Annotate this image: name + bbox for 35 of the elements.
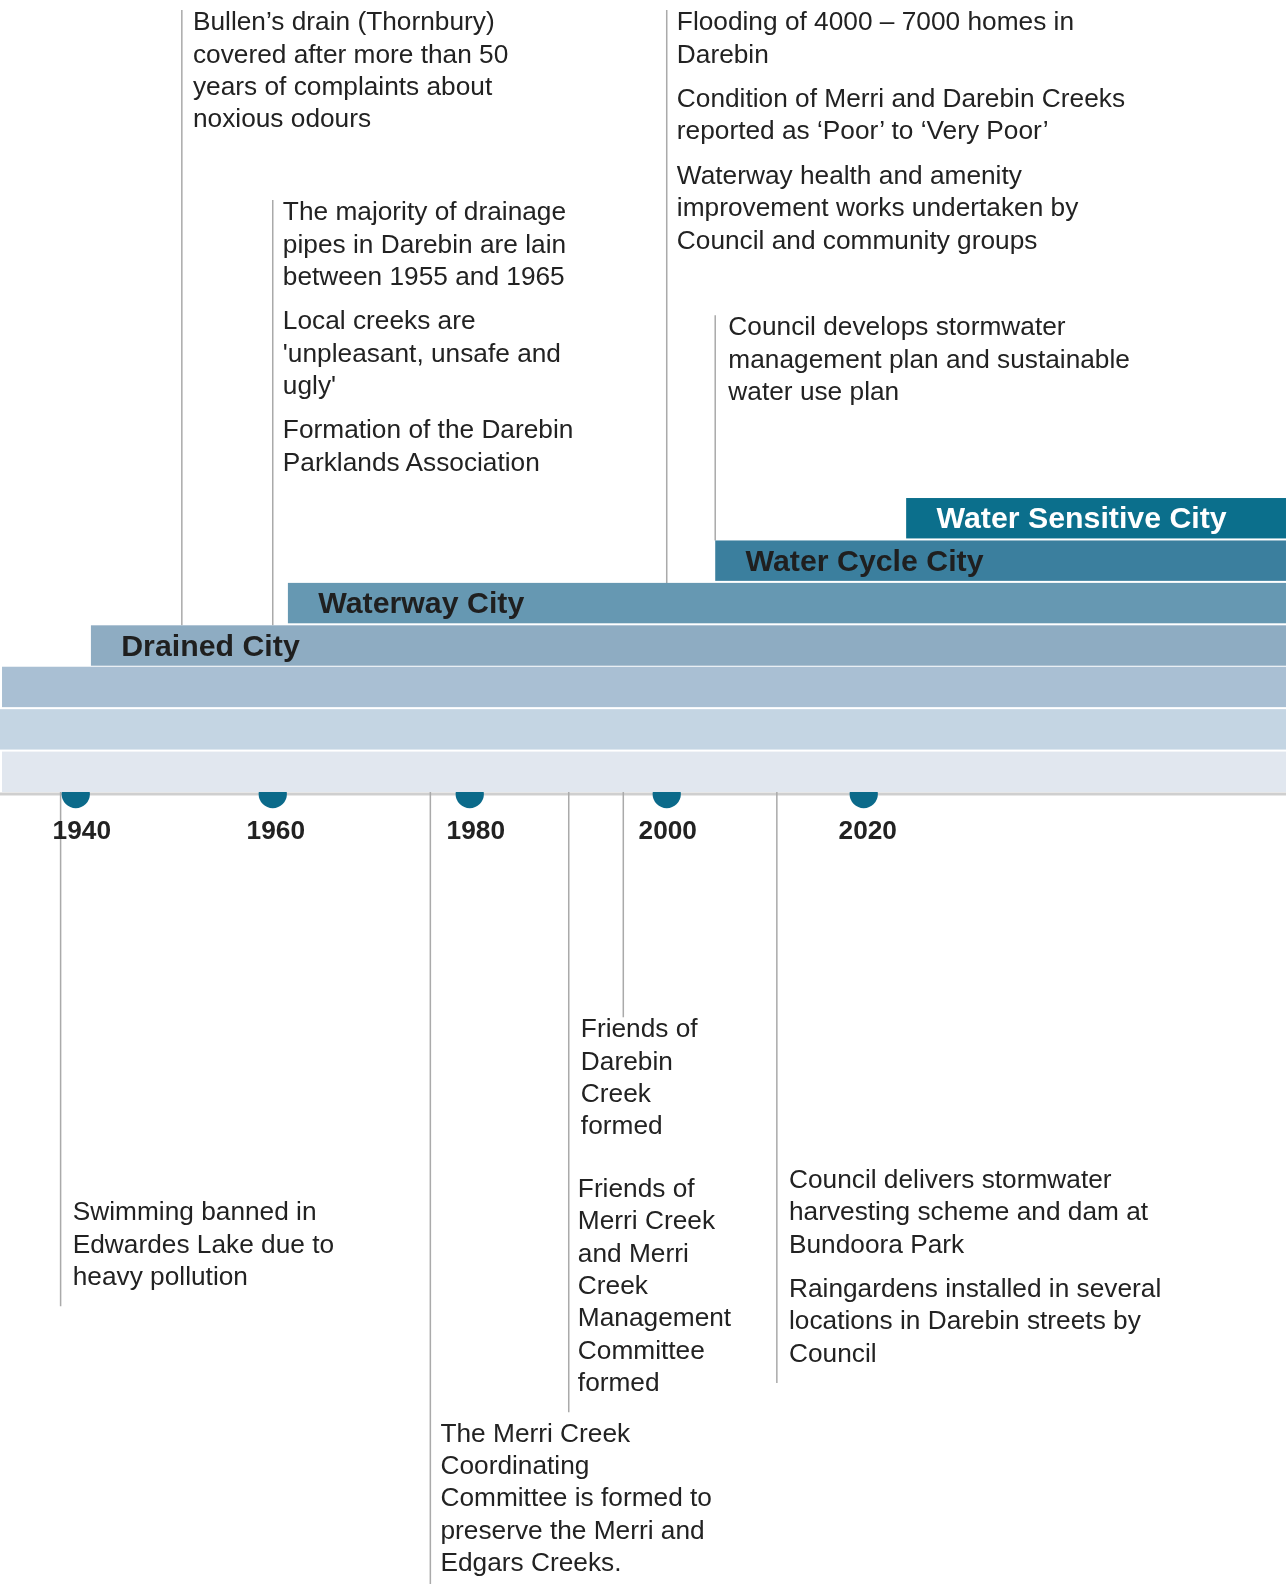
event-text: Local creeks are 'unpleasant, unsafe and ugly' <box>282 304 562 402</box>
event-text: Council delivers stormwater harvesting scheme and dam at Bundoora Park <box>788 1162 1150 1260</box>
event-text: The Merri Creek Coordinating Committee is formed to preserve the Merri and Edgars Creeks. <box>440 1416 713 1578</box>
event-text: Raingardens installed in several locations in Darebin streets by Council <box>788 1271 1163 1369</box>
era-band: Waterway City <box>287 582 1286 624</box>
event-text: Friends of Darebin Creek formed <box>580 1012 699 1142</box>
leader-line <box>776 791 778 1384</box>
leader-line <box>665 9 668 584</box>
leader-line <box>181 9 183 627</box>
leader-line <box>429 791 432 1584</box>
leader-line <box>714 314 716 542</box>
era-band: Water Cycle City <box>715 540 1286 581</box>
year-label: 2020 <box>838 815 897 847</box>
year-label: 2000 <box>638 815 697 847</box>
event-text: Swimming banned in Edwardes Lake due to heavy pollution <box>72 1195 336 1293</box>
era-band: Water Sensitive City <box>906 498 1286 539</box>
leader-line <box>568 791 570 1413</box>
era-band <box>2 751 1286 792</box>
event-text: Council develops stormwater management plan and sustainable water use plan <box>728 310 1131 408</box>
year-label: 1960 <box>246 815 305 847</box>
year-label: 1940 <box>52 815 112 847</box>
event-text: Condition of Merri and Darebin Creeks reported as ‘Poor’ to ‘Very Poor’ <box>676 81 1126 147</box>
event-text: Bullen’s drain (Thornbury) covered after more than 50 years of complaints about noxious odours <box>192 5 510 135</box>
leader-line <box>59 791 62 1307</box>
era-band <box>0 709 1286 750</box>
era-band <box>2 666 1286 708</box>
event-text: Formation of the Darebin Parklands Association <box>282 413 575 478</box>
leader-line <box>272 199 274 627</box>
event-text: The majority of drainage pipes in Darebin are lain between 1955 and 1965 <box>282 195 568 292</box>
event-text: Waterway health and amenity improvement works undertaken by Council and community groups <box>676 158 1080 256</box>
year-label: 1980 <box>446 815 505 847</box>
leader-line <box>622 791 625 1019</box>
event-text: Flooding of 4000 – 7000 homes in Darebin <box>676 5 1076 70</box>
event-text: Friends of Merri Creek and Merri Creek Management Committee formed <box>577 1171 733 1399</box>
era-band: Drained City <box>90 625 1286 666</box>
